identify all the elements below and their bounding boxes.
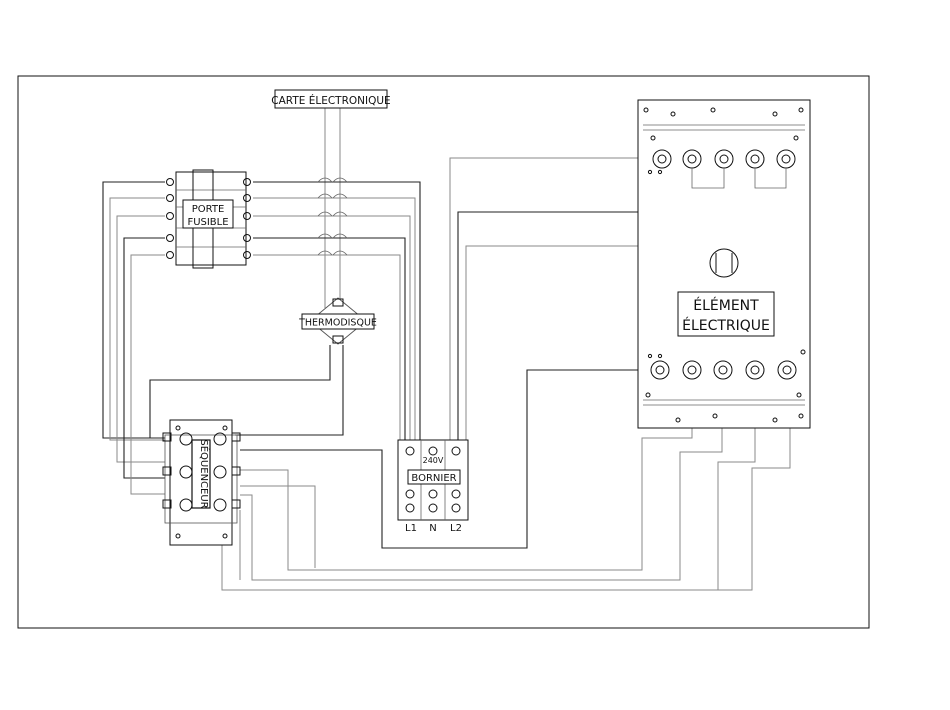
bornier-volt: 240V [423,456,444,465]
carte-text: CARTE ÉLECTRONIQUE [271,94,390,107]
bornier-text: BORNIER [411,473,456,484]
bornier: 240V BORNIER L1 N L2 [398,440,468,534]
terminal-n: N [429,523,436,534]
carte-electronique-label: CARTE ÉLECTRONIQUE [271,90,390,108]
thermo-text: THERMODISQUE [298,318,377,329]
element-text-1: ÉLÉMENT [693,297,759,314]
porte-text-1: PORTE [192,204,225,215]
terminal-l1: L1 [405,523,417,534]
terminal-l2: L2 [450,523,462,534]
thermodisque: THERMODISQUE [298,298,377,344]
sequenceur-text: SÉQUENCEUR [198,439,211,508]
sequenceur: SÉQUENCEUR [163,420,240,545]
porte-fusible: PORTE FUSIBLE [167,170,251,268]
porte-text-2: FUSIBLE [187,217,228,228]
element-text-2: ÉLECTRIQUE [682,317,770,334]
element-electrique: ÉLÉMENT ÉLECTRIQUE [638,100,810,428]
